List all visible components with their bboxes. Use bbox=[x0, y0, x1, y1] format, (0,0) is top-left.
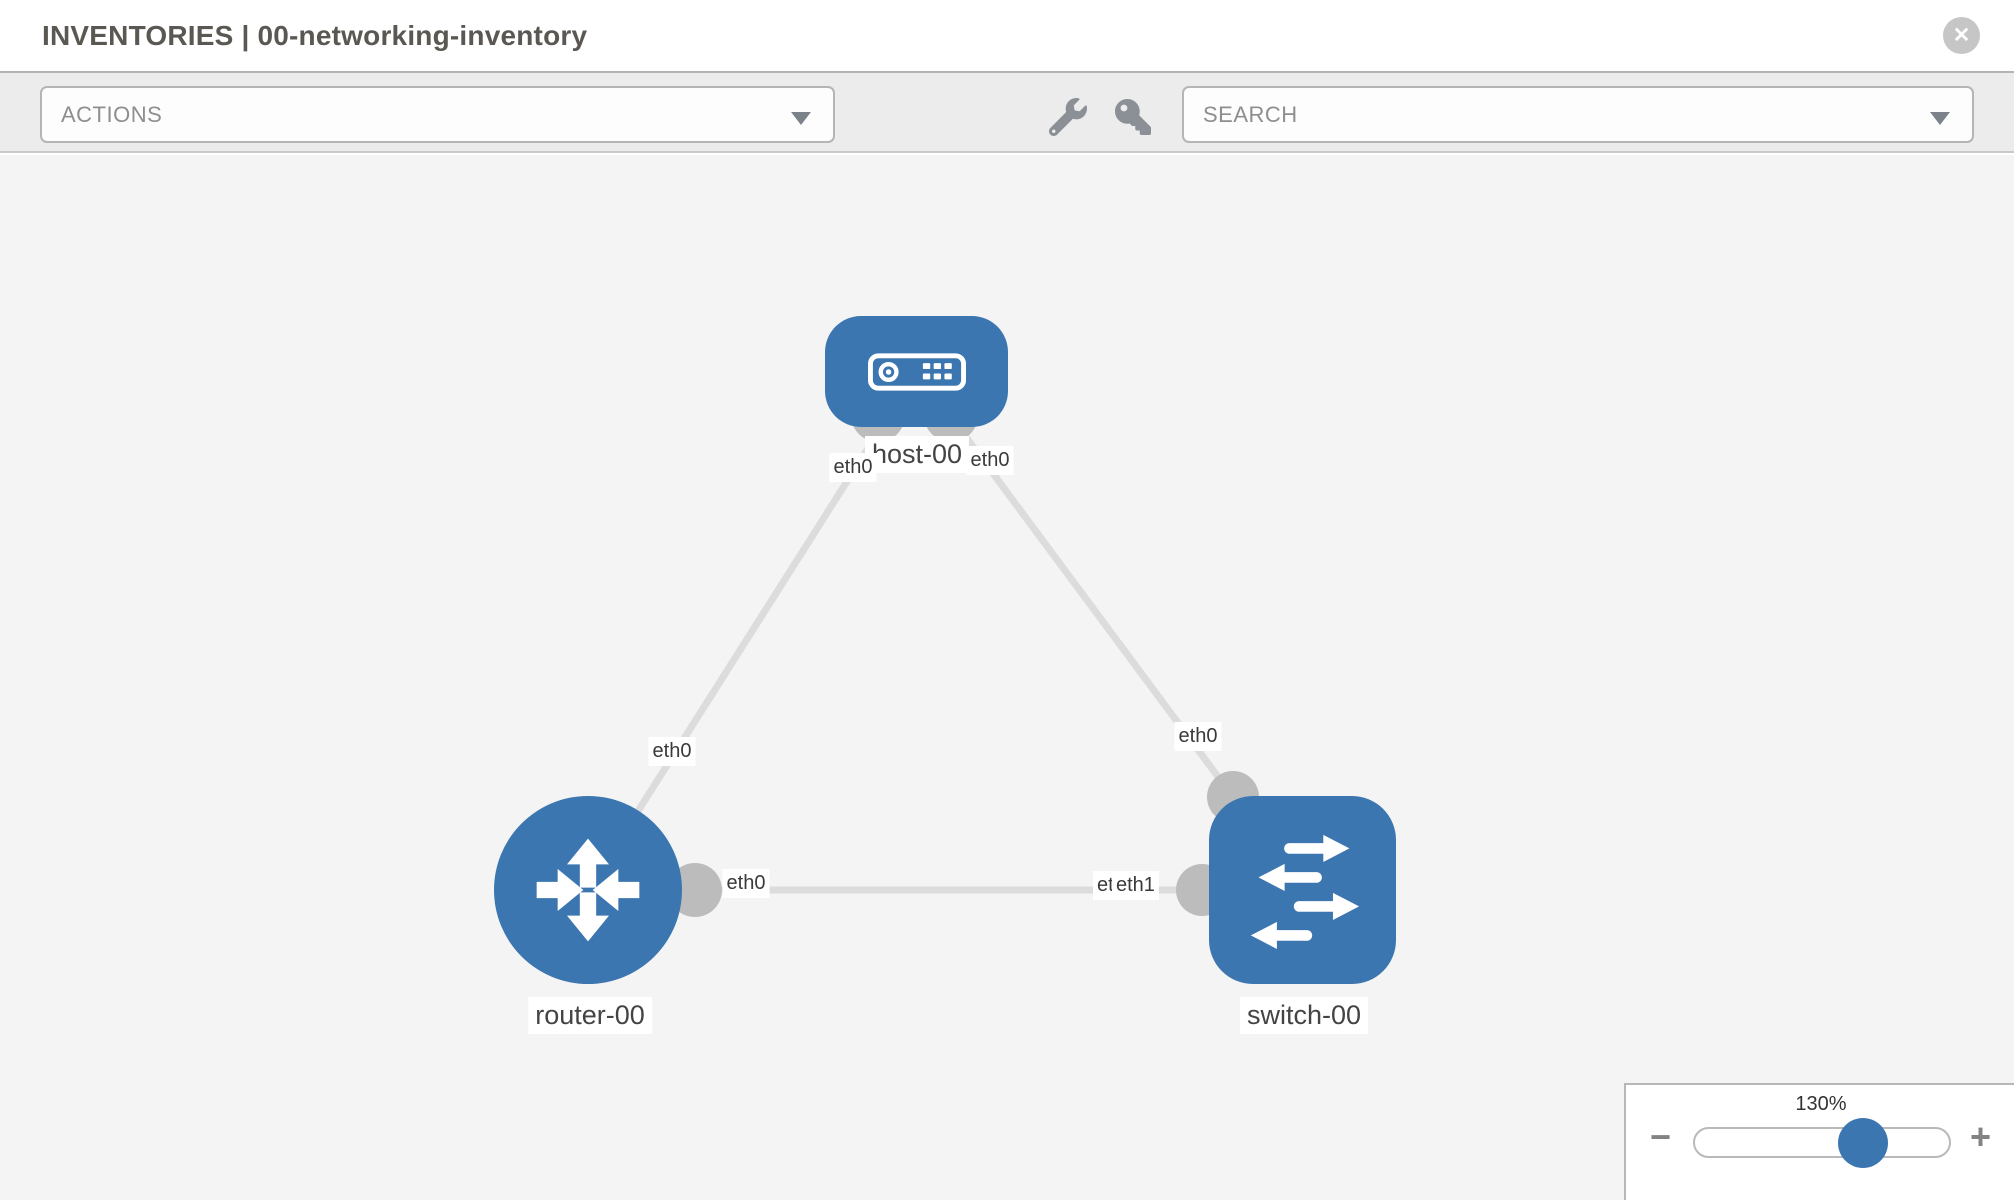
actions-dropdown[interactable]: ACTIONS bbox=[40, 86, 835, 143]
zoom-out-button[interactable]: − bbox=[1650, 1116, 1672, 1157]
chevron-down-icon bbox=[791, 112, 811, 125]
zoom-slider-handle[interactable] bbox=[1838, 1118, 1888, 1168]
interface-label: eth0 bbox=[966, 446, 1014, 475]
search-dropdown[interactable]: SEARCH bbox=[1182, 86, 1974, 143]
key-icon bbox=[1115, 99, 1151, 135]
zoom-panel: 130% − + bbox=[1624, 1083, 2014, 1200]
interface-dot[interactable] bbox=[668, 863, 722, 917]
zoom-in-button[interactable]: + bbox=[1970, 1116, 1992, 1157]
node-label-router: router-00 bbox=[528, 997, 652, 1034]
zoom-level: 130% bbox=[1795, 1093, 1847, 1115]
close-icon: ✕ bbox=[1952, 24, 1971, 47]
interface-label: eth0 bbox=[648, 737, 696, 766]
credentials-button[interactable] bbox=[1111, 95, 1155, 139]
interface-label: eth0 bbox=[722, 869, 770, 898]
close-button[interactable]: ✕ bbox=[1943, 17, 1980, 54]
topology-canvas[interactable]: host-00 router-00 switch-00 eth0 eth0 et… bbox=[0, 155, 2014, 1200]
node-label-host: host-00 bbox=[864, 436, 970, 473]
interface-label: eth1 bbox=[1112, 871, 1159, 900]
interface-label: eth0 bbox=[829, 453, 877, 482]
router-arrows-icon bbox=[536, 838, 640, 942]
toolbar: ACTIONS SEARCH bbox=[0, 71, 2014, 153]
interface-label: eth0 bbox=[1174, 722, 1222, 751]
node-host-00[interactable] bbox=[825, 316, 1008, 427]
actions-dropdown-label: ACTIONS bbox=[61, 101, 163, 127]
header: INVENTORIES | 00-networking-inventory ✕ bbox=[0, 0, 2014, 71]
switch-arrows-icon bbox=[1250, 834, 1359, 949]
chevron-down-icon bbox=[1930, 112, 1950, 125]
zoom-slider-track[interactable] bbox=[1693, 1118, 1951, 1168]
search-placeholder: SEARCH bbox=[1203, 101, 1298, 127]
wrench-icon bbox=[1049, 98, 1087, 136]
tools-button[interactable] bbox=[1046, 95, 1090, 139]
page-title: INVENTORIES | 00-networking-inventory bbox=[42, 20, 588, 51]
server-icon bbox=[867, 352, 966, 391]
node-label-switch: switch-00 bbox=[1239, 997, 1369, 1034]
node-router-00[interactable] bbox=[494, 796, 682, 984]
node-switch-00[interactable] bbox=[1209, 796, 1396, 984]
